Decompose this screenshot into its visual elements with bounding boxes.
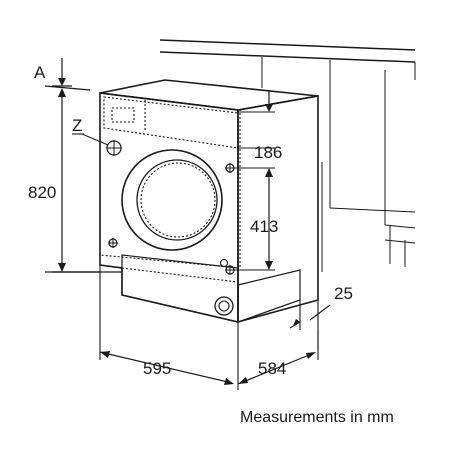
label-gap: 25 [334,284,353,303]
door-outer-ring [121,149,223,251]
dimension-width [99,265,239,390]
fixing-point-bottom-left [108,238,118,248]
door-middle-ring [136,159,218,241]
label-panel-height: 186 [254,143,282,162]
label-door-height: 413 [250,217,278,236]
z-leader [81,133,109,146]
dimension-gap [289,300,331,350]
fixing-point-top-left [106,140,122,156]
pump-filter [214,296,234,316]
label-height: 820 [28,183,56,202]
washing-machine [99,79,319,324]
dimension-a [52,58,72,87]
label-z: Z [72,116,82,135]
label-depth: 584 [258,359,286,378]
caption: Measurements in mm [240,409,394,426]
dimension-height [52,88,100,273]
fixing-point-mid-right [219,258,229,268]
door-glass [140,162,216,238]
label-width: 595 [143,359,171,378]
worktop-edge [44,85,91,91]
cabinet-outline [159,39,416,272]
dimension-panel-height [238,90,275,149]
label-a: A [34,63,46,82]
dimension-door-height [232,167,275,271]
